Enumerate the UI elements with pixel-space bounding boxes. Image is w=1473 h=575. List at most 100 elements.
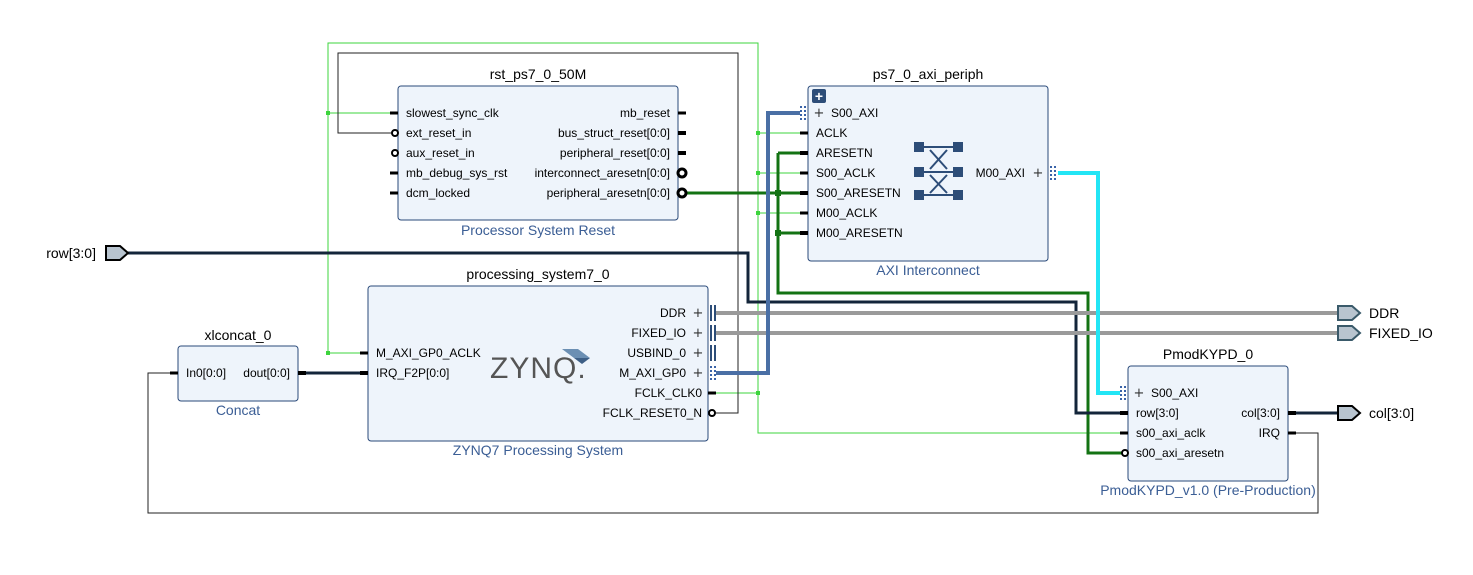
- pin-stub[interactable]: [170, 371, 178, 375]
- pin-stub[interactable]: [298, 371, 306, 375]
- input-port-icon[interactable]: [105, 245, 130, 261]
- block-subtitle: PmodKYPD_v1.0 (Pre-Production): [1100, 482, 1316, 498]
- plus-icon[interactable]: +: [1134, 386, 1145, 401]
- pin-fclk-reset0-n: FCLK_RESET0_N: [603, 406, 702, 420]
- pin-stub[interactable]: [390, 111, 398, 115]
- pin-bubble[interactable]: [676, 187, 688, 199]
- pin-stub[interactable]: [1288, 411, 1296, 415]
- pin-stub[interactable]: [1120, 411, 1128, 415]
- pin-interconnect-aresetn: interconnect_aresetn[0:0]: [535, 166, 670, 180]
- pin-stub[interactable]: [800, 131, 808, 135]
- plus-icon[interactable]: +: [693, 346, 704, 361]
- pin-stub[interactable]: [708, 391, 716, 395]
- pin-stub[interactable]: [360, 351, 368, 355]
- external-port-col[interactable]: col[3:0]: [1337, 405, 1414, 421]
- pin-stub[interactable]: [800, 231, 808, 235]
- bus-connector[interactable]: [1050, 166, 1056, 180]
- pin-col: col[3:0]: [1241, 406, 1280, 420]
- pin-m-axi-gp0-aclk: M_AXI_GP0_ACLK: [376, 346, 481, 360]
- interface-port-icon[interactable]: [1337, 305, 1362, 321]
- pin-fclk-clk0: FCLK_CLK0: [635, 386, 703, 400]
- crossbar-icon: [914, 142, 963, 200]
- block-title: xlconcat_0: [205, 327, 272, 343]
- plus-icon[interactable]: +: [814, 106, 825, 121]
- pin-stub[interactable]: [678, 111, 686, 115]
- block-rst-ps7-0-50m[interactable]: rst_ps7_0_50M Processor System Reset slo…: [390, 66, 688, 238]
- bus-connector[interactable]: [710, 325, 716, 341]
- pin-stub[interactable]: [678, 151, 686, 155]
- pin-stub[interactable]: [1120, 431, 1128, 435]
- pin-s00-aresetn: S00_ARESETN: [816, 186, 901, 200]
- pin-bubble[interactable]: [676, 167, 688, 179]
- bus-connector[interactable]: [710, 305, 716, 321]
- pin-stub[interactable]: [360, 371, 368, 375]
- net-fclk-reset0-n[interactable]: [337, 52, 739, 414]
- pin-stub[interactable]: [800, 171, 808, 175]
- port-label: DDR: [1369, 305, 1399, 321]
- pin-stub[interactable]: [800, 151, 808, 155]
- block-xlconcat-0[interactable]: xlconcat_0 Concat In0[0:0] dout[0:0]: [170, 327, 306, 418]
- pin-bubble[interactable]: [391, 149, 399, 157]
- block-subtitle: AXI Interconnect: [876, 262, 980, 278]
- pin-slowest-sync-clk: slowest_sync_clk: [406, 106, 500, 120]
- block-subtitle: Concat: [216, 402, 260, 418]
- pin-row: row[3:0]: [1136, 406, 1179, 420]
- block-body[interactable]: [1127, 365, 1289, 482]
- pin-irq: IRQ: [1259, 426, 1280, 440]
- interface-port-icon[interactable]: [1337, 325, 1362, 341]
- external-port-row[interactable]: row[3:0]: [46, 245, 130, 261]
- pin-dout: dout[0:0]: [243, 366, 290, 380]
- net-m00-axi[interactable]: [1058, 171, 1120, 395]
- block-pmodkypd-0[interactable]: PmodKYPD_0 PmodKYPD_v1.0 (Pre-Production…: [1100, 346, 1316, 498]
- plus-icon[interactable]: +: [693, 366, 704, 381]
- bus-connector[interactable]: [1120, 386, 1126, 400]
- pin-peripheral-reset: peripheral_reset[0:0]: [560, 146, 670, 160]
- pin-aresetn: ARESETN: [816, 146, 873, 160]
- pin-stub[interactable]: [678, 131, 686, 135]
- pin-fixed-io: FIXED_IO: [631, 326, 686, 340]
- pin-stub[interactable]: [800, 191, 808, 195]
- port-label: row[3:0]: [46, 245, 96, 261]
- pin-bubble[interactable]: [1121, 449, 1129, 457]
- pin-in0: In0[0:0]: [186, 366, 226, 380]
- pin-bubble[interactable]: [708, 409, 716, 417]
- pin-bubble[interactable]: [391, 129, 399, 137]
- net-m-axi-gp0[interactable]: [716, 111, 800, 375]
- output-port-icon[interactable]: [1337, 405, 1362, 421]
- plus-icon[interactable]: +: [693, 326, 704, 341]
- pin-stub[interactable]: [390, 191, 398, 195]
- block-processing-system7-0[interactable]: processing_system7_0 ZYNQ7 Processing Sy…: [360, 266, 716, 458]
- external-port-ddr[interactable]: DDR: [1337, 305, 1399, 321]
- pin-peripheral-aresetn: peripheral_aresetn[0:0]: [547, 186, 670, 200]
- net-irq[interactable]: [147, 372, 1319, 514]
- block-body[interactable]: [367, 285, 709, 442]
- expand-button[interactable]: +: [812, 88, 826, 104]
- external-port-fixed-io[interactable]: FIXED_IO: [1337, 325, 1433, 341]
- net-row[interactable]: [128, 251, 1128, 415]
- pin-s00-axi-aclk: s00_axi_aclk: [1136, 426, 1206, 440]
- pin-s00-axi: S00_AXI: [831, 106, 878, 120]
- block-title: rst_ps7_0_50M: [490, 66, 587, 82]
- nets: [128, 42, 1338, 514]
- plus-icon[interactable]: +: [1033, 166, 1044, 181]
- pin-stub[interactable]: [800, 211, 808, 215]
- port-label: FIXED_IO: [1369, 325, 1433, 341]
- bus-connector[interactable]: [710, 366, 716, 380]
- zynq-logo: ZYNQ.: [490, 349, 590, 385]
- pin-aclk: ACLK: [816, 126, 847, 140]
- bus-connector[interactable]: [710, 345, 716, 361]
- pin-irq-f2p: IRQ_F2P[0:0]: [376, 366, 449, 380]
- pin-ddr: DDR: [660, 306, 686, 320]
- pin-m00-aclk: M00_ACLK: [816, 206, 877, 220]
- block-subtitle: ZYNQ7 Processing System: [453, 442, 623, 458]
- port-label: col[3:0]: [1369, 405, 1414, 421]
- plus-icon[interactable]: +: [693, 306, 704, 321]
- svg-text:+: +: [815, 88, 823, 104]
- bus-connector[interactable]: [800, 106, 806, 120]
- pin-mb-debug-sys-rst: mb_debug_sys_rst: [406, 166, 508, 180]
- pin-ext-reset-in: ext_reset_in: [406, 126, 471, 140]
- pin-stub[interactable]: [1288, 431, 1296, 435]
- pin-stub[interactable]: [390, 171, 398, 175]
- block-ps7-0-axi-periph[interactable]: ps7_0_axi_periph AXI Interconnect +: [800, 66, 1056, 278]
